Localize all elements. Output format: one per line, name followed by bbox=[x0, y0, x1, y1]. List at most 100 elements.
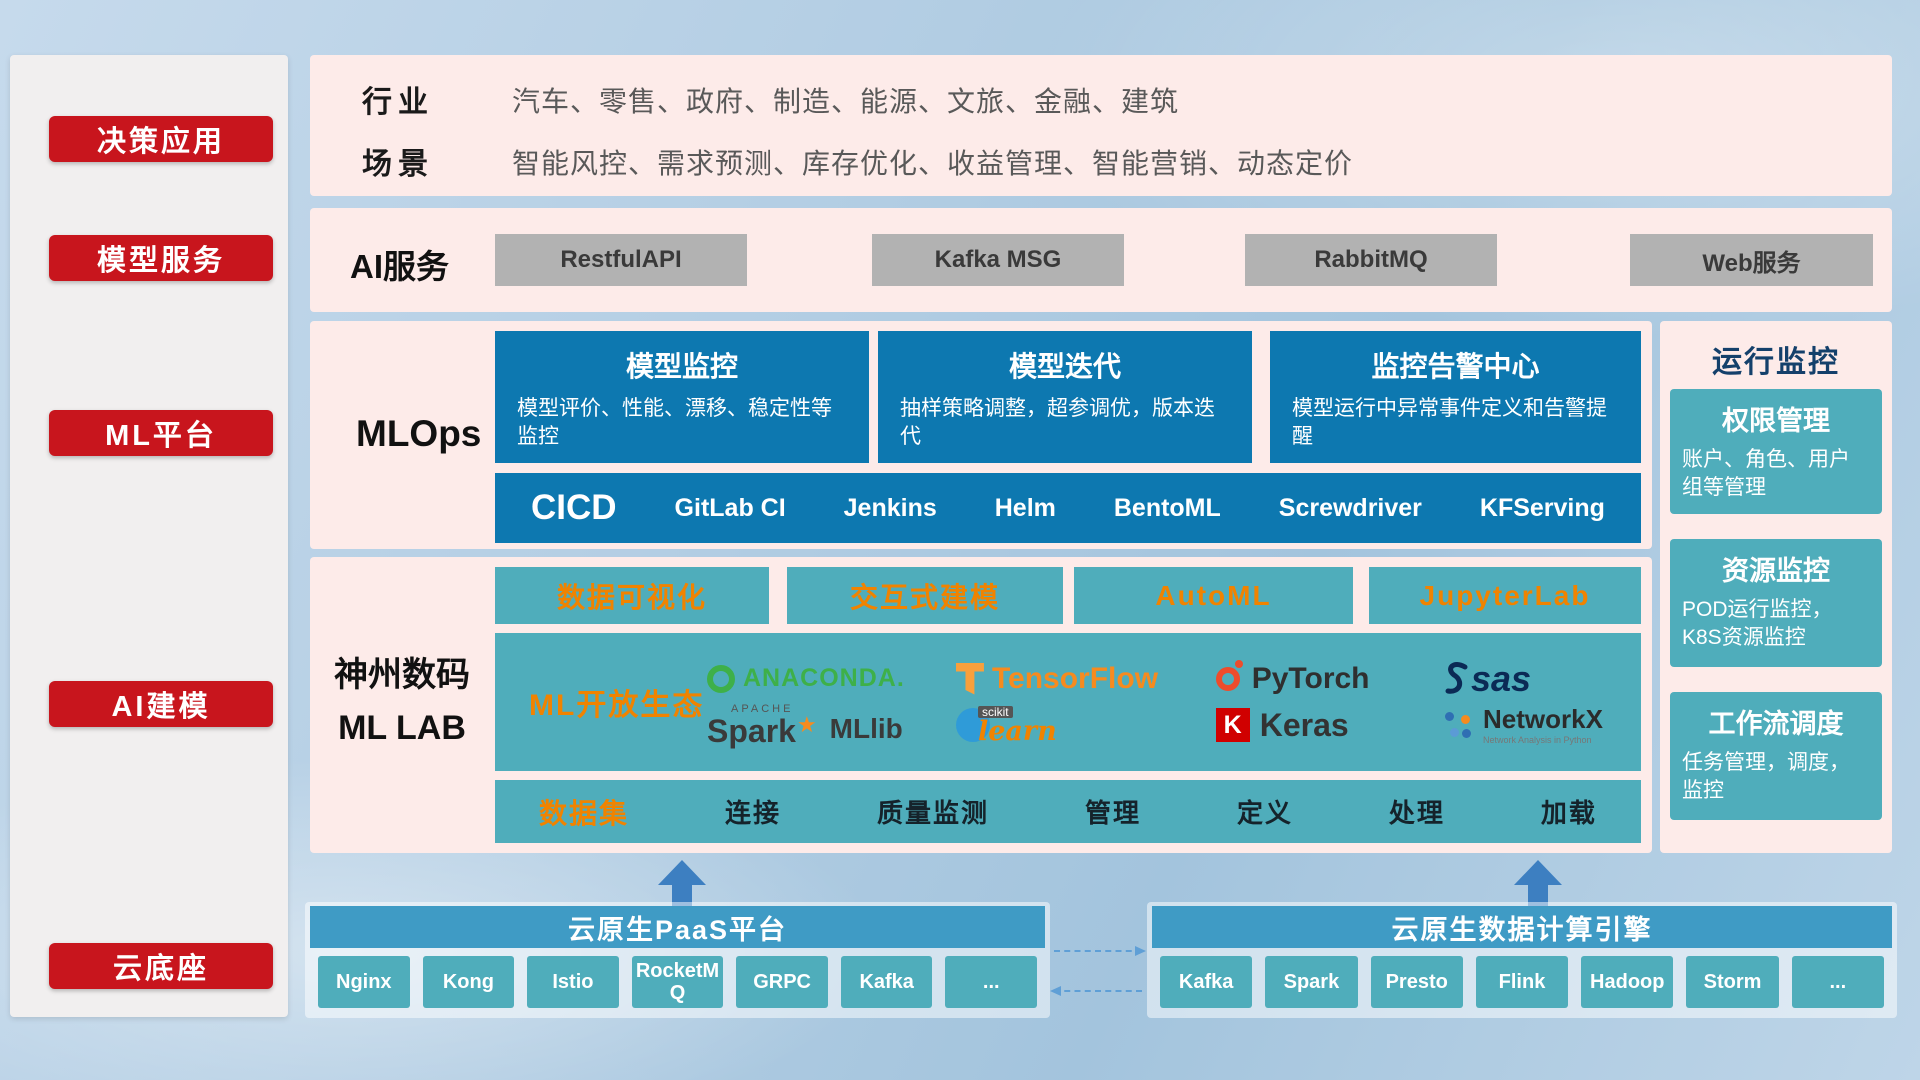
service-restfulapi[interactable]: RestfulAPI bbox=[495, 234, 747, 286]
cicd-label: CICD bbox=[531, 488, 617, 527]
paas-grpc[interactable]: GRPC bbox=[736, 956, 828, 1008]
card-workflow-scheduler: 工作流调度 任务管理，调度，监控 bbox=[1670, 692, 1882, 820]
paas-button-row: Nginx Kong Istio RocketMQ GRPC Kafka ... bbox=[310, 950, 1045, 1008]
tool-bentoml: BentoML bbox=[1113, 493, 1221, 522]
paas-istio[interactable]: Istio bbox=[527, 956, 619, 1008]
run-monitor-title: 运行监控 bbox=[1712, 346, 1840, 379]
engine-more[interactable]: ... bbox=[1791, 956, 1884, 1008]
engine-button-row: Kafka Spark Presto Flink Hadoop Storm ..… bbox=[1152, 950, 1892, 1008]
chip-automl[interactable]: AutoML bbox=[1074, 567, 1353, 624]
logo-grid: ANACONDA. TensorFlow PyTorch sas APACHE bbox=[707, 658, 1641, 747]
networkx-subtitle: Network Analysis in Python bbox=[1482, 734, 1592, 745]
tool-gitlab-ci: GitLab CI bbox=[674, 493, 786, 522]
mllib-text: MLlib bbox=[829, 712, 903, 744]
dataset-item-quality: 质量监测 bbox=[876, 798, 989, 828]
sidebar-item-decision-apps[interactable]: 决策应用 bbox=[49, 116, 273, 162]
up-arrow-icon bbox=[1514, 860, 1562, 906]
apache-text: APACHE bbox=[731, 702, 794, 715]
card-desc: 账户、角色、用户组等管理 bbox=[1682, 448, 1850, 500]
sidebar-item-ai-modeling[interactable]: AI建模 bbox=[49, 681, 273, 727]
paas-header: 云原生PaaS平台 bbox=[310, 906, 1045, 948]
card-title: 模型监控 bbox=[625, 351, 738, 382]
mllab-label-line2: ML LAB bbox=[338, 708, 466, 747]
mllab-panel: 神州数码 ML LAB 数据可视化 交互式建模 AutoML JupyterLa… bbox=[310, 557, 1652, 853]
tensorflow-logo: TensorFlow bbox=[955, 662, 1158, 696]
engine-flink[interactable]: Flink bbox=[1475, 956, 1569, 1008]
dashed-arrow-right-icon bbox=[1054, 946, 1146, 956]
dataset-item-connect: 连接 bbox=[724, 798, 781, 828]
sidebar-item-cloud-base[interactable]: 云底座 bbox=[49, 943, 273, 989]
chip-interactive-modeling[interactable]: 交互式建模 bbox=[787, 567, 1063, 624]
spark-text: Spark★ bbox=[707, 711, 817, 749]
tool-jenkins: Jenkins bbox=[843, 493, 937, 522]
pytorch-text: PyTorch bbox=[1251, 661, 1370, 695]
pytorch-logo: PyTorch bbox=[1215, 659, 1370, 696]
pytorch-flame-icon bbox=[1215, 659, 1243, 691]
mlops-panel: MLOps 模型监控 模型评价、性能、漂移、稳定性等监控 模型迭代 抽样策略调整… bbox=[310, 321, 1652, 549]
spark-star-icon: ★ bbox=[796, 711, 817, 737]
engine-storm[interactable]: Storm bbox=[1686, 956, 1779, 1008]
ai-service-panel: AI服务 RestfulAPI Kafka MSG RabbitMQ Web服务 bbox=[310, 208, 1892, 312]
industry-label: 行业 bbox=[362, 86, 434, 119]
service-rabbitmq[interactable]: RabbitMQ bbox=[1245, 234, 1497, 286]
tool-kfserving: KFServing bbox=[1479, 493, 1605, 522]
chip-data-visualization[interactable]: 数据可视化 bbox=[495, 567, 769, 624]
networkx-nodes-icon bbox=[1443, 710, 1473, 740]
keras-logo: K Keras bbox=[1215, 706, 1349, 744]
learn-text: learn bbox=[977, 715, 1057, 747]
chip-jupyterlab[interactable]: JupyterLab bbox=[1369, 567, 1641, 624]
service-web[interactable]: Web服务 bbox=[1630, 234, 1873, 286]
ml-ecosystem-label: ML开放生态 bbox=[529, 689, 705, 722]
mllab-label-line1: 神州数码 bbox=[334, 656, 470, 694]
paas-kafka[interactable]: Kafka bbox=[840, 956, 933, 1008]
tool-screwdriver: Screwdriver bbox=[1278, 493, 1422, 522]
scenario-value: 智能风控、需求预测、库存优化、收益管理、智能营销、动态定价 bbox=[512, 148, 1354, 179]
dashed-arrow-left-icon bbox=[1050, 986, 1142, 996]
card-title: 监控告警中心 bbox=[1371, 351, 1540, 382]
paas-kong[interactable]: Kong bbox=[422, 956, 515, 1008]
anaconda-logo: ANACONDA. bbox=[707, 664, 905, 693]
card-title: 工作流调度 bbox=[1708, 709, 1844, 739]
scikit-learn-logo: scikit learn bbox=[955, 705, 1057, 747]
networkx-text: NetworkX bbox=[1482, 703, 1603, 734]
dataset-item-process: 处理 bbox=[1388, 798, 1445, 828]
sidebar-item-model-service[interactable]: 模型服务 bbox=[49, 235, 273, 281]
mllab-label: 神州数码 ML LAB bbox=[318, 649, 486, 754]
engine-spark[interactable]: Spark bbox=[1265, 956, 1358, 1008]
scikit-text-block: scikit learn bbox=[977, 705, 1057, 747]
card-alert-center: 监控告警中心 模型运行中异常事件定义和告警提醒 bbox=[1270, 331, 1641, 463]
spark-stack: APACHE Spark★ bbox=[707, 702, 817, 749]
industry-value: 汽车、零售、政府、制造、能源、文旅、金融、建筑 bbox=[512, 86, 1180, 117]
cicd-bar: CICD GitLab CI Jenkins Helm BentoML Scre… bbox=[495, 473, 1641, 543]
left-sidebar: 决策应用 模型服务 ML平台 AI建模 云底座 bbox=[10, 55, 288, 1017]
card-title: 权限管理 bbox=[1722, 406, 1830, 436]
anaconda-text: ANACONDA. bbox=[743, 664, 905, 692]
dataset-label: 数据集 bbox=[539, 797, 630, 829]
engine-hadoop[interactable]: Hadoop bbox=[1581, 956, 1674, 1008]
engine-kafka[interactable]: Kafka bbox=[1160, 956, 1253, 1008]
card-desc: 模型运行中异常事件定义和告警提醒 bbox=[1292, 397, 1607, 449]
keras-text: Keras bbox=[1259, 706, 1349, 743]
card-desc: 抽样策略调整，超参调优，版本迭代 bbox=[900, 397, 1215, 449]
card-resource-monitor: 资源监控 POD运行监控，K8S资源监控 bbox=[1670, 539, 1882, 667]
card-title: 模型迭代 bbox=[1008, 351, 1121, 382]
sas-logo: sas bbox=[1443, 658, 1531, 700]
card-model-monitoring: 模型监控 模型评价、性能、漂移、稳定性等监控 bbox=[495, 331, 869, 463]
run-monitor-panel: 运行监控 权限管理 账户、角色、用户组等管理 资源监控 POD运行监控，K8S资… bbox=[1660, 321, 1892, 853]
service-kafka-msg[interactable]: Kafka MSG bbox=[872, 234, 1124, 286]
sas-swirl-icon bbox=[1445, 661, 1468, 694]
engine-presto[interactable]: Presto bbox=[1370, 956, 1463, 1008]
keras-k-icon: K bbox=[1215, 708, 1250, 742]
tensorflow-icon bbox=[955, 662, 984, 695]
paas-more[interactable]: ... bbox=[945, 956, 1038, 1008]
data-engine-header: 云原生数据计算引擎 bbox=[1152, 906, 1892, 948]
paas-rocketmq[interactable]: RocketMQ bbox=[631, 956, 724, 1008]
sas-text: sas bbox=[1470, 657, 1532, 699]
card-desc: POD运行监控，K8S资源监控 bbox=[1682, 598, 1833, 650]
dataset-item-define: 定义 bbox=[1236, 798, 1293, 828]
card-desc: 任务管理，调度，监控 bbox=[1682, 751, 1850, 803]
paas-nginx[interactable]: Nginx bbox=[318, 956, 410, 1008]
sidebar-item-ml-platform[interactable]: ML平台 bbox=[49, 410, 273, 456]
dataset-item-manage: 管理 bbox=[1084, 798, 1141, 828]
